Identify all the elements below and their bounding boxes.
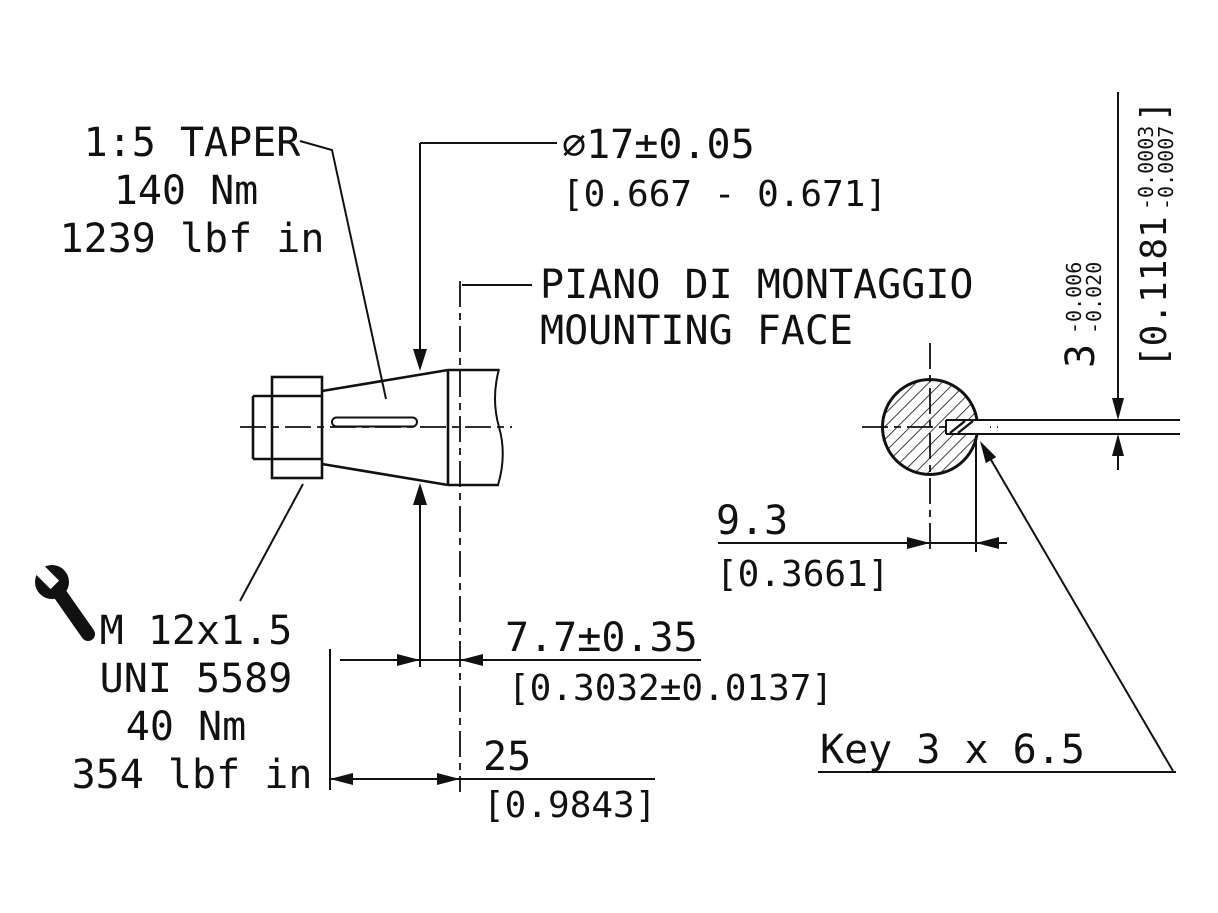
mounting-face-label-en: MOUNTING FACE xyxy=(540,308,853,354)
key-width-tol-lower: -0.020 xyxy=(1082,262,1106,334)
taper-torque-lbf: 1239 lbf in xyxy=(60,216,325,262)
length-value: 25 xyxy=(483,734,531,780)
key-width-bracket-group: [0.1181 -0.0003 -0.0007 ] xyxy=(1134,100,1178,368)
key-label: Key 3 x 6.5 xyxy=(820,727,1085,773)
mounting-face-line xyxy=(459,281,532,792)
nut-torque-lbf: 354 lbf in xyxy=(72,752,313,798)
mounting-face-label-it: PIANO DI MONTAGGIO xyxy=(540,262,973,308)
offset-dimension xyxy=(718,437,1007,552)
face-offset-bracket: [0.3032±0.0137] xyxy=(508,668,833,709)
taper-leader-line xyxy=(299,140,387,400)
taper-label: 1:5 TAPER xyxy=(84,120,302,166)
diameter-bracket: [0.667 - 0.671] xyxy=(562,174,887,215)
keyway-slot-side xyxy=(331,416,418,428)
key-width-bracket-open: [0.1181 xyxy=(1134,216,1175,368)
face-offset-dimension xyxy=(340,654,701,666)
key-width-value: 3 xyxy=(1058,344,1104,368)
nut-leader-line xyxy=(239,483,304,602)
length-dimension xyxy=(329,649,655,790)
key-callout-leader xyxy=(818,441,1176,773)
nut-thread: M 12x1.5 xyxy=(100,608,293,654)
diameter-dimension xyxy=(413,142,557,667)
key-width-tol-upper: -0.006 xyxy=(1062,262,1086,334)
face-offset-value: 7.7±0.35 xyxy=(505,615,698,661)
key-width-value-group: 3 -0.006 -0.020 xyxy=(1058,262,1106,368)
nut-torque-nm: 40 Nm xyxy=(126,704,246,750)
keyway-slot-section xyxy=(945,419,1180,435)
wrench-icon xyxy=(25,555,95,641)
taper-torque-nm: 140 Nm xyxy=(114,168,259,214)
offset-bracket: [0.3661] xyxy=(716,554,889,595)
offset-value: 9.3 xyxy=(716,498,788,544)
key-width-dimension xyxy=(1112,92,1124,470)
nut-standard: UNI 5589 xyxy=(100,656,293,702)
diameter-value: ∅17±0.05 xyxy=(562,122,755,168)
key-width-bracket-close: ] xyxy=(1134,100,1175,122)
key-width-bracket-tol-upper: -0.0003 xyxy=(1134,126,1158,210)
key-width-bracket-tol-lower: -0.0007 xyxy=(1154,126,1178,210)
section-view xyxy=(862,343,1180,550)
length-bracket: [0.9843] xyxy=(483,785,656,826)
